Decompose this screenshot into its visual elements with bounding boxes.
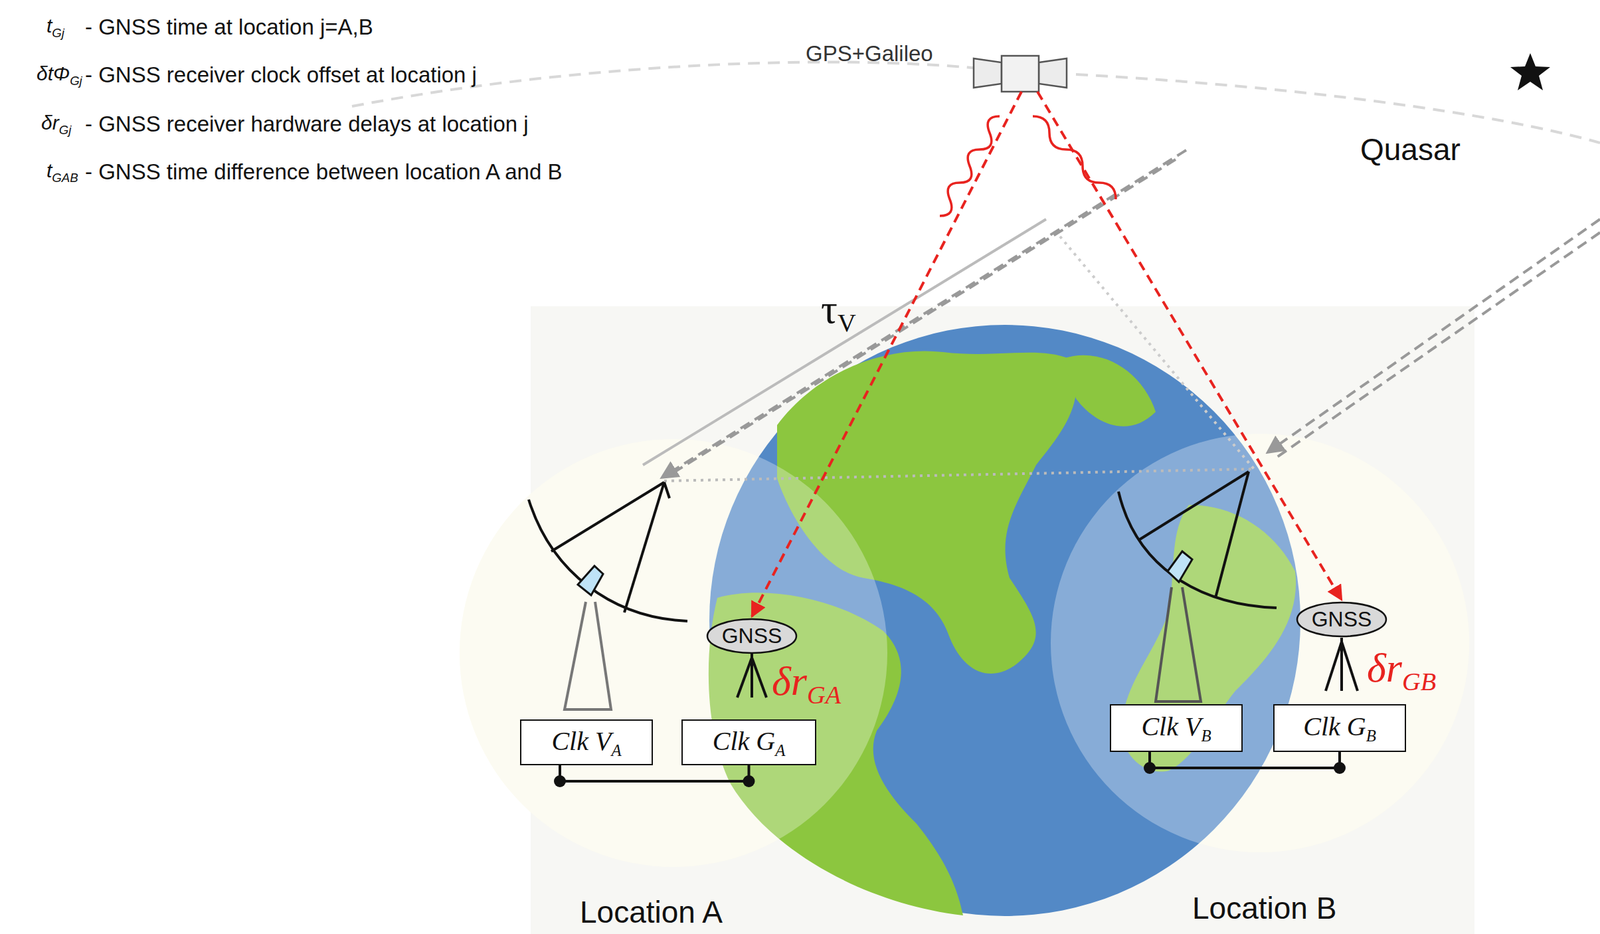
clock-box: Clk GB (1273, 704, 1407, 752)
clock-box: Clk VB (1109, 704, 1243, 752)
junction-dot (1143, 761, 1156, 774)
node-label: Clk GA (712, 725, 786, 760)
label: δrGA (771, 657, 841, 710)
connector (559, 765, 750, 782)
label: δtΦGj (36, 62, 83, 89)
label: Location A (579, 893, 723, 930)
gnss-receiver: GNSS (706, 617, 798, 655)
clock-box: Clk GA (681, 719, 817, 766)
node-label: Clk GB (1303, 710, 1377, 746)
gnss-receiver: GNSS (1295, 601, 1388, 638)
node-label: GNSS (721, 623, 783, 649)
label: tGAB (46, 159, 79, 186)
location-b-zone (1050, 433, 1470, 853)
clock-box: Clk VA (520, 719, 653, 766)
dish-b (1118, 471, 1277, 702)
dish-a-feed (577, 565, 604, 596)
quasar-rays (662, 150, 1600, 477)
connector (1037, 91, 1342, 600)
label: δrGB (1366, 644, 1436, 697)
label: - GNSS receiver hardware delays at locat… (85, 111, 529, 137)
earth (459, 324, 1470, 916)
label: Location B (1192, 889, 1337, 926)
baseline (664, 468, 1254, 481)
projection-line (1060, 236, 1254, 469)
quasar-star (1510, 53, 1551, 91)
label: δrGj (41, 111, 72, 138)
junction-dot (743, 775, 756, 788)
location-a-zone (459, 439, 888, 867)
junction-dot (553, 775, 566, 788)
label: - GNSS time at location j=A,B (85, 14, 374, 40)
label: - GNSS time difference between location … (85, 159, 562, 185)
label: τV (820, 285, 857, 338)
junction-dot (1333, 761, 1346, 774)
connector (1149, 751, 1340, 768)
node-label: Clk VA (551, 725, 622, 760)
satellite (973, 55, 1067, 92)
label: Quasar (1360, 131, 1461, 168)
dish-a (528, 482, 688, 710)
delay-line (642, 219, 1047, 465)
connector (751, 91, 1022, 617)
node-label: GNSS (1311, 607, 1373, 632)
node-label: Clk VB (1141, 710, 1211, 746)
dish-b-feed (1167, 551, 1193, 582)
node-label: GPS+Galileo (805, 41, 934, 67)
label: tGj (46, 14, 65, 41)
label: - GNSS receiver clock offset at location… (85, 62, 477, 88)
satellite-node: GPS+Galileo (805, 53, 1070, 95)
